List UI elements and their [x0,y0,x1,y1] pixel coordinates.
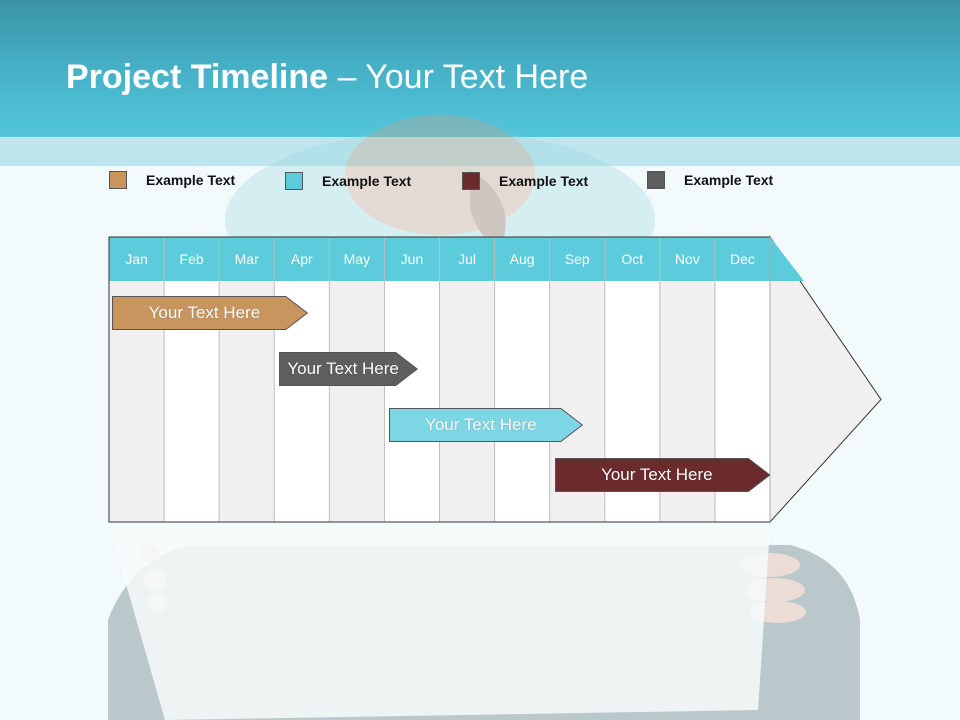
task-bar-label: Your Text Here [425,415,537,434]
timeline-frame [108,236,770,523]
month-label: Jan [125,251,148,267]
task-bar[interactable]: Your Text Here [279,352,418,386]
month-header-cell [384,237,440,281]
header-banner [0,0,960,137]
month-label: Jul [458,251,476,267]
month-label: Jun [400,251,424,267]
month-header-cell [494,237,550,281]
legend-label: Example Text [499,173,589,189]
month-header-cell [439,237,495,281]
task-bar-shape [389,408,584,442]
month-label: Oct [621,251,644,267]
legend-label: Example Text [684,172,774,188]
title-rest: – Your Text Here [328,58,589,96]
legend-swatch [109,171,127,189]
month-label: Apr [290,251,313,267]
title-bold: Project Timeline [66,58,329,96]
task-bar-shape [112,296,308,330]
month-label: Nov [674,251,700,267]
month-column [439,281,495,522]
month-header-cell [274,237,330,281]
month-header-cell [549,237,605,281]
task-bar-label: Your Text Here [601,465,713,484]
legend-swatch [462,172,480,190]
month-label: Sep [564,251,590,267]
month-header-cell [164,237,220,281]
task-bar[interactable]: Your Text Here [389,408,584,442]
task-bar-label: Your Text Here [287,359,399,378]
legend-swatch [647,171,665,189]
task-bar[interactable]: Your Text Here [554,458,770,492]
legend-label: Example Text [146,172,236,188]
month-column [329,281,385,522]
task-bar-shape [279,352,418,386]
page-title: Project Timeline – Your Text Here [66,58,588,97]
month-column [384,281,440,522]
legend-swatch [285,172,303,190]
task-bar-arrow [279,352,418,386]
legend-label: Example Text [322,173,412,189]
month-label: Aug [509,251,535,267]
month-header-cell [109,237,165,281]
month-header-cell [329,237,385,281]
arrow-head-band [770,237,804,281]
task-bar-label: Your Text Here [148,303,261,322]
month-label: May [343,251,371,267]
month-header-cell [219,237,275,281]
task-bar-arrow [389,408,584,442]
month-label: Dec [729,251,755,267]
task-bar-arrow [554,458,770,492]
month-header-cell [604,237,660,281]
task-bar-arrow [112,296,308,330]
header-band [0,137,960,166]
month-column [494,281,550,522]
month-header-cell [659,237,715,281]
month-label: Mar [234,251,259,267]
task-bar[interactable]: Your Text Here [112,296,308,330]
month-label: Feb [179,251,204,267]
task-bar-shape [554,458,770,492]
month-header-cell [714,237,770,281]
